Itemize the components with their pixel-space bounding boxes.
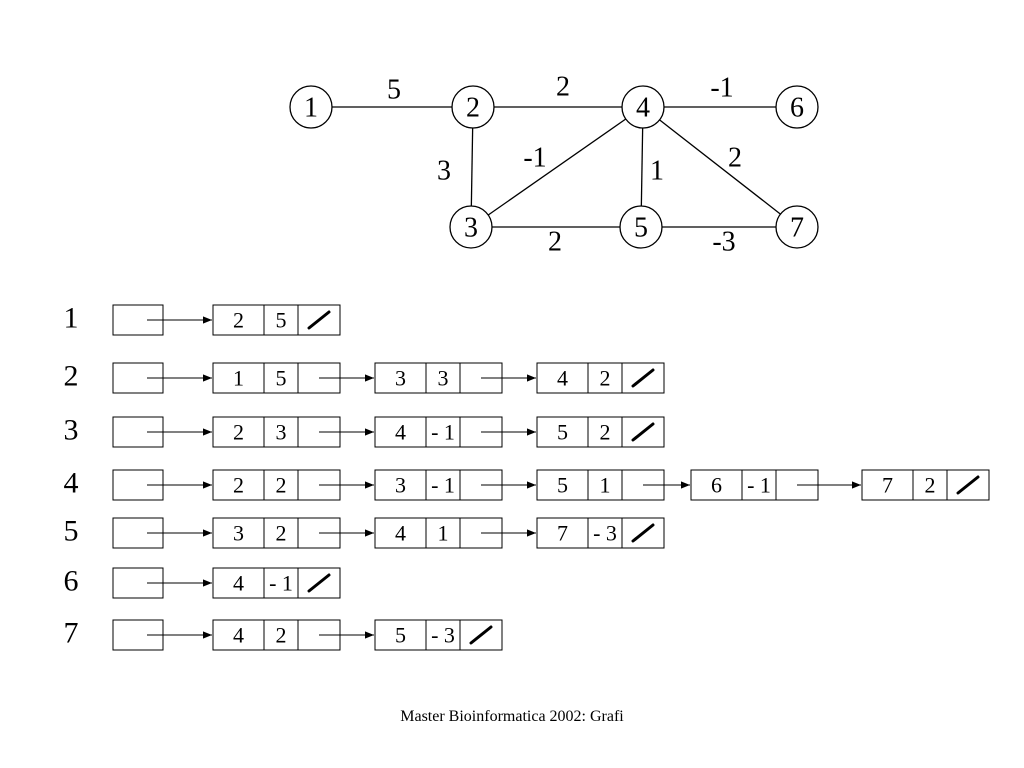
list-node [374,416,503,448]
list-node-vertex: 2 [233,308,244,333]
adjacency-row-label-1: 1 [64,302,79,335]
graph-node-label-1: 1 [304,93,318,124]
list-node-vertex: 5 [557,473,568,498]
graph-edge-4-7 [659,119,781,215]
edge-weight-4-6: -1 [710,73,733,104]
footer-text: Master Bioinformatica 2002: Grafi [400,708,624,725]
list-node [212,416,341,448]
graph-node-5 [619,205,663,249]
adjacency-row-label-2: 2 [64,360,79,393]
list-node-weight: - 1 [431,473,455,498]
list-node-vertex: 7 [882,473,893,498]
list-node-vertex: 4 [233,623,244,648]
list-node-weight: 2 [276,473,287,498]
list-node-weight: 1 [438,521,449,546]
graph-edge-2-3 [470,127,474,207]
list-node-weight: 2 [276,623,287,648]
list-node-vertex: 5 [557,420,568,445]
list-node-weight: 3 [276,420,287,445]
graph-node-label-7: 7 [790,213,804,244]
list-node-weight: - 1 [747,473,771,498]
graph-edge-4-5 [640,127,644,207]
null-pointer-slash [956,475,980,495]
graph-node-label-5: 5 [634,213,648,244]
adjacency-row-label-5: 5 [64,515,79,548]
list-node-weight: 1 [600,473,611,498]
edge-weight-4-5: 1 [650,156,664,187]
list-node-weight: - 3 [431,623,455,648]
list-node-vertex: 4 [557,366,568,391]
list-node-weight: 2 [276,521,287,546]
null-pointer-slash [307,310,331,330]
graph-node-2 [451,85,495,129]
list-node-weight: 5 [276,366,287,391]
list-node [212,517,341,549]
edge-weight-2-3: 3 [437,156,451,187]
list-node-vertex: 5 [395,623,406,648]
list-node [374,517,503,549]
graph-node-label-3: 3 [464,213,478,244]
graph-edge-3-4 [487,118,627,216]
list-node-vertex: 4 [395,521,406,546]
adjacency-row-label-4: 4 [64,467,79,500]
graph-node-3 [449,205,493,249]
edge-weight-3-4: -1 [523,143,546,174]
graph-node-label-2: 2 [466,93,480,124]
list-node-vertex: 3 [233,521,244,546]
graph-node-7 [775,205,819,249]
adjacency-row-label-3: 3 [64,414,79,447]
list-node-weight: - 1 [269,571,293,596]
list-node-vertex: 2 [233,473,244,498]
list-node-vertex: 3 [395,473,406,498]
edge-weight-2-4: 2 [556,72,570,103]
list-node-vertex: 4 [395,420,406,445]
list-node-weight: 2 [600,366,611,391]
graph-node-4 [621,85,665,129]
list-node-vertex: 2 [233,420,244,445]
adjacency-row-label-6: 6 [64,565,79,598]
graph-node-1 [289,85,333,129]
edge-weight-1-2: 5 [387,75,401,106]
list-node [374,362,503,394]
list-node-weight: 3 [438,366,449,391]
edge-weight-4-7: 2 [728,143,742,174]
list-node [690,469,819,501]
list-node [212,469,341,501]
graph-node-label-4: 4 [636,93,650,124]
null-pointer-slash [307,573,331,593]
null-pointer-slash [469,625,493,645]
graph-node-label-6: 6 [790,93,804,124]
graph-node-6 [775,85,819,129]
list-node [536,469,665,501]
list-node-weight: - 3 [593,521,617,546]
null-pointer-slash [631,422,655,442]
list-node-vertex: 3 [395,366,406,391]
edge-weight-3-5: 2 [548,227,562,258]
list-node-vertex: 6 [711,473,722,498]
list-node-weight: 5 [276,308,287,333]
list-node-vertex: 1 [233,366,244,391]
null-pointer-slash [631,368,655,388]
list-node-vertex: 7 [557,521,568,546]
list-node-weight: 2 [925,473,936,498]
null-pointer-slash [631,523,655,543]
edge-weight-5-7: -3 [712,227,735,258]
list-node-vertex: 4 [233,571,244,596]
list-node-weight: - 1 [431,420,455,445]
list-node-weight: 2 [600,420,611,445]
adjacency-row-label-7: 7 [64,617,79,650]
